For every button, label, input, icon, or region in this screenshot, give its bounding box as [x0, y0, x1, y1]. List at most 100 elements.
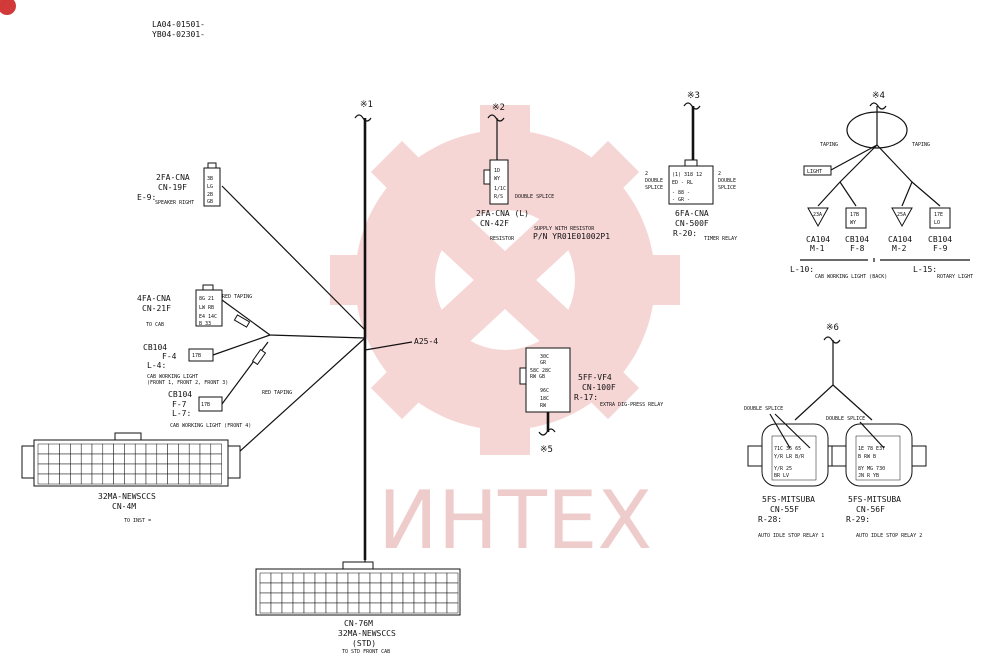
label-f8: F-8	[850, 244, 865, 253]
label-id: CN-56F	[856, 505, 885, 514]
svg-text:17B: 17B	[192, 353, 201, 359]
connector-cavity	[270, 592, 283, 604]
label-name: 2FA-CNA (L)	[476, 209, 529, 218]
connector-cavity	[402, 602, 415, 614]
label-taping-left: TAPING	[820, 142, 838, 148]
svg-text:30C: 30C	[540, 354, 549, 360]
connector-cavity	[259, 572, 272, 584]
svg-text:- GR -: - GR -	[672, 197, 690, 203]
connector-cavity	[292, 582, 305, 594]
label-name: 32MA-NEWSCCS	[338, 629, 396, 638]
connector-cavity	[402, 592, 415, 604]
connector-cavity	[303, 582, 316, 594]
connector-cavity	[156, 443, 168, 455]
connector-cb104-f7: 17B CB104 F-7 L-7: CAB WORKING LIGHT (FR…	[168, 390, 292, 429]
connector-cavity	[446, 582, 459, 594]
label-id: CN-42F	[480, 219, 509, 228]
connector-cavity	[270, 602, 283, 614]
label-name: CB104	[143, 343, 167, 352]
connector-cavity	[59, 473, 71, 485]
mark-1: ※1	[360, 100, 373, 110]
label-id: F-7	[172, 400, 187, 409]
svg-text:1E 78 E37: 1E 78 E37	[858, 446, 885, 452]
connector-cavity	[435, 572, 448, 584]
svg-text:3B: 3B	[207, 176, 213, 182]
mark-5: ※5	[540, 445, 553, 455]
label-m2: M-2	[892, 244, 907, 253]
connector-cavity	[259, 582, 272, 594]
connector-cavity	[358, 572, 371, 584]
connector-cavity	[281, 572, 294, 584]
connector-cavity	[124, 463, 136, 475]
connector-cavity	[336, 602, 349, 614]
connector-cavity	[292, 572, 305, 584]
connector-cavity	[102, 443, 114, 455]
connector-cavity	[91, 463, 104, 475]
label-desc1: CAB WORKING LIGHT	[147, 374, 198, 380]
relay-group: ※6 71C 36 65 Y/R LR B/R Y/R 25 BR LV DOU…	[744, 323, 927, 539]
connector-cavity	[102, 473, 114, 485]
connector-cavity	[303, 592, 316, 604]
connector-cavity	[446, 602, 459, 614]
svg-text:96C: 96C	[540, 388, 549, 394]
label-desc: EXTRA DIG-PRESS RELAY	[600, 402, 663, 408]
svg-text:2: 2	[645, 171, 648, 177]
connector-cavity	[424, 602, 437, 614]
label-ref-l10: L-10:	[790, 265, 814, 274]
label-id: CN-100F	[582, 383, 616, 392]
connector-cavity	[424, 592, 437, 604]
svg-text:1/1C: 1/1C	[494, 186, 506, 192]
connector-cavity	[70, 473, 82, 485]
svg-text:ED - RL: ED - RL	[672, 180, 693, 186]
connector-cavity	[347, 602, 360, 614]
svg-text:23A: 23A	[813, 212, 822, 218]
label-desc: TO STD FRONT CAB	[342, 649, 390, 655]
connector-cavity	[91, 443, 104, 455]
connector-cavity	[210, 463, 222, 475]
svg-text:E4 14C: E4 14C	[199, 314, 217, 320]
label-ref: R-28:	[758, 515, 782, 524]
connector-cavity	[48, 443, 60, 455]
connector-cavity	[113, 473, 125, 485]
light-tag: LIGHT	[807, 169, 822, 175]
connector-cavity	[80, 463, 93, 475]
connector-cavity	[413, 572, 426, 584]
svg-text:RW: RW	[540, 403, 547, 409]
connector-cavity	[102, 453, 114, 465]
connector-cavity	[210, 453, 222, 465]
connector-cavity	[167, 473, 179, 485]
connector-cavity	[413, 602, 426, 614]
label-id: CN-21F	[142, 304, 171, 313]
svg-text:1D: 1D	[494, 168, 500, 174]
svg-text:Y/R 25: Y/R 25	[774, 466, 792, 472]
part-code-2: YB04-02301-	[152, 30, 205, 39]
connector-cavity	[199, 473, 212, 485]
connector-cb104-f4: 17B CB104 F-4 L-4: CAB WORKING LIGHT (FR…	[143, 343, 228, 386]
connector-cavity	[124, 473, 136, 485]
connector-cavity	[402, 582, 415, 594]
junction-leader	[364, 341, 413, 351]
connector-cavity	[325, 602, 338, 614]
svg-text:17E: 17E	[934, 212, 943, 218]
label-desc: AUTO IDLE STOP RELAY 2	[856, 533, 922, 539]
connector-cavity	[259, 592, 272, 604]
label-ca104-m2: CA104	[888, 235, 912, 244]
connector-6fa-cna-cn500f: ※3 (1) 318 12 ED - RL - 88 - - GR - 2 DO…	[645, 91, 737, 242]
svg-text:71C 36 65: 71C 36 65	[774, 446, 801, 452]
connector-cavity	[145, 463, 158, 475]
connector-cavity	[199, 453, 212, 465]
connector-cavity	[358, 602, 371, 614]
connector-cavity	[369, 582, 382, 594]
connector-cavity	[325, 592, 338, 604]
connector-cavity	[303, 602, 316, 614]
label-id: F-4	[162, 352, 177, 361]
connector-cavity	[336, 582, 349, 594]
connector-cavity	[270, 582, 283, 594]
connector-cavity	[369, 602, 382, 614]
connector-cavity	[336, 592, 349, 604]
part-code-1: LA04-01501-	[152, 20, 205, 29]
connector-cavity	[188, 443, 201, 455]
connector-cavity	[91, 453, 104, 465]
svg-text:17B: 17B	[850, 212, 859, 218]
connector-cavity	[102, 463, 114, 475]
